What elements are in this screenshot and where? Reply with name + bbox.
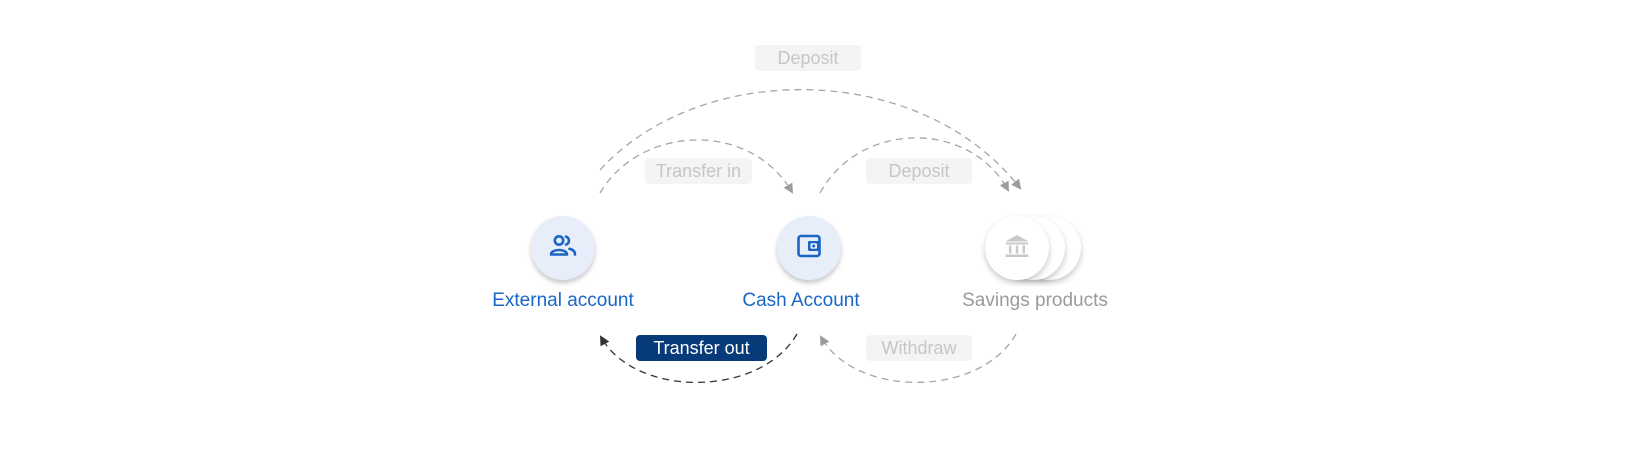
flow-label-transfer-in: Transfer in bbox=[645, 158, 752, 184]
external-account-label: External account bbox=[492, 290, 634, 311]
flow-label-withdraw: Withdraw bbox=[866, 335, 972, 361]
cash-account-node[interactable] bbox=[777, 216, 841, 280]
arrow-deposit-inner bbox=[819, 137, 1009, 194]
cash-account-label: Cash Account bbox=[742, 290, 860, 311]
flow-label-deposit-outer: Deposit bbox=[755, 45, 861, 71]
savings-products-node[interactable] bbox=[985, 216, 1049, 280]
arrow-transfer-out bbox=[600, 333, 798, 383]
bank-icon bbox=[1002, 231, 1032, 266]
savings-products-label: Savings products bbox=[962, 290, 1108, 311]
arrow-transfer-in bbox=[599, 139, 794, 194]
people-icon bbox=[548, 231, 578, 266]
arrow-deposit-outer bbox=[599, 89, 1022, 190]
flow-label-transfer-out[interactable]: Transfer out bbox=[636, 335, 767, 361]
wallet-icon bbox=[794, 231, 824, 266]
flow-label-deposit-inner: Deposit bbox=[866, 158, 972, 184]
external-account-node[interactable] bbox=[531, 216, 595, 280]
arrow-withdraw bbox=[820, 333, 1017, 383]
